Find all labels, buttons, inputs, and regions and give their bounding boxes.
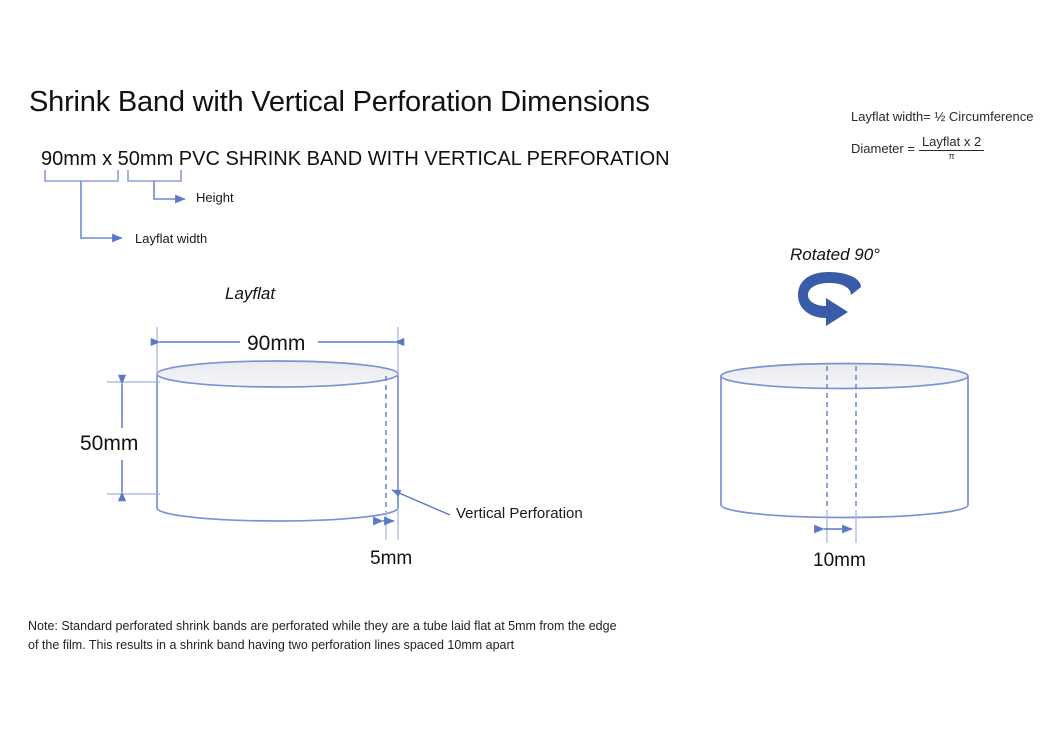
cylinder-layflat-view xyxy=(156,360,399,522)
callout-bracket-layflat xyxy=(44,170,123,243)
dimension-edge-5mm xyxy=(373,508,399,540)
product-subheader: 90mm x 50mm PVC SHRINK BAND WITH VERTICA… xyxy=(41,148,670,170)
figure-caption-rotated: Rotated 90° xyxy=(790,245,880,264)
formula-diameter: Diameter = Layflat x 2 π xyxy=(851,135,985,161)
callout-label-layflat-width: Layflat width xyxy=(135,231,208,246)
footnote-text: Note: Standard perforated shrink bands a… xyxy=(28,619,617,653)
callout-label-height: Height xyxy=(196,190,234,205)
dimension-label-width: 90mm xyxy=(247,332,306,355)
figure-caption-layflat: Layflat xyxy=(225,284,276,303)
formula-diameter-lhs: Diameter = xyxy=(851,140,915,156)
dimension-label-height: 50mm xyxy=(80,432,139,455)
callout-bracket-height xyxy=(127,170,186,204)
formula-denominator-pi: π xyxy=(948,150,955,161)
leader-vertical-perforation xyxy=(391,489,451,516)
dimension-label-edge-offset: 5mm xyxy=(370,548,413,569)
page-title: Shrink Band with Vertical Perforation Di… xyxy=(29,86,650,118)
formula-fraction: Layflat x 2 π xyxy=(918,135,985,161)
label-vertical-perforation: Vertical Perforation xyxy=(456,505,583,522)
cylinder-rotated-view xyxy=(720,362,969,519)
cylinder-top-ellipse-rotated xyxy=(720,362,969,390)
formula-numerator: Layflat x 2 xyxy=(918,135,985,151)
dimension-spacing-10mm xyxy=(814,510,857,543)
dimension-label-perforation-spacing: 10mm xyxy=(813,550,866,571)
rotation-arrow-icon xyxy=(798,272,861,326)
formula-layflat-width: Layflat width= ½ Circumference xyxy=(851,109,1034,124)
cylinder-top-ellipse xyxy=(156,360,399,388)
